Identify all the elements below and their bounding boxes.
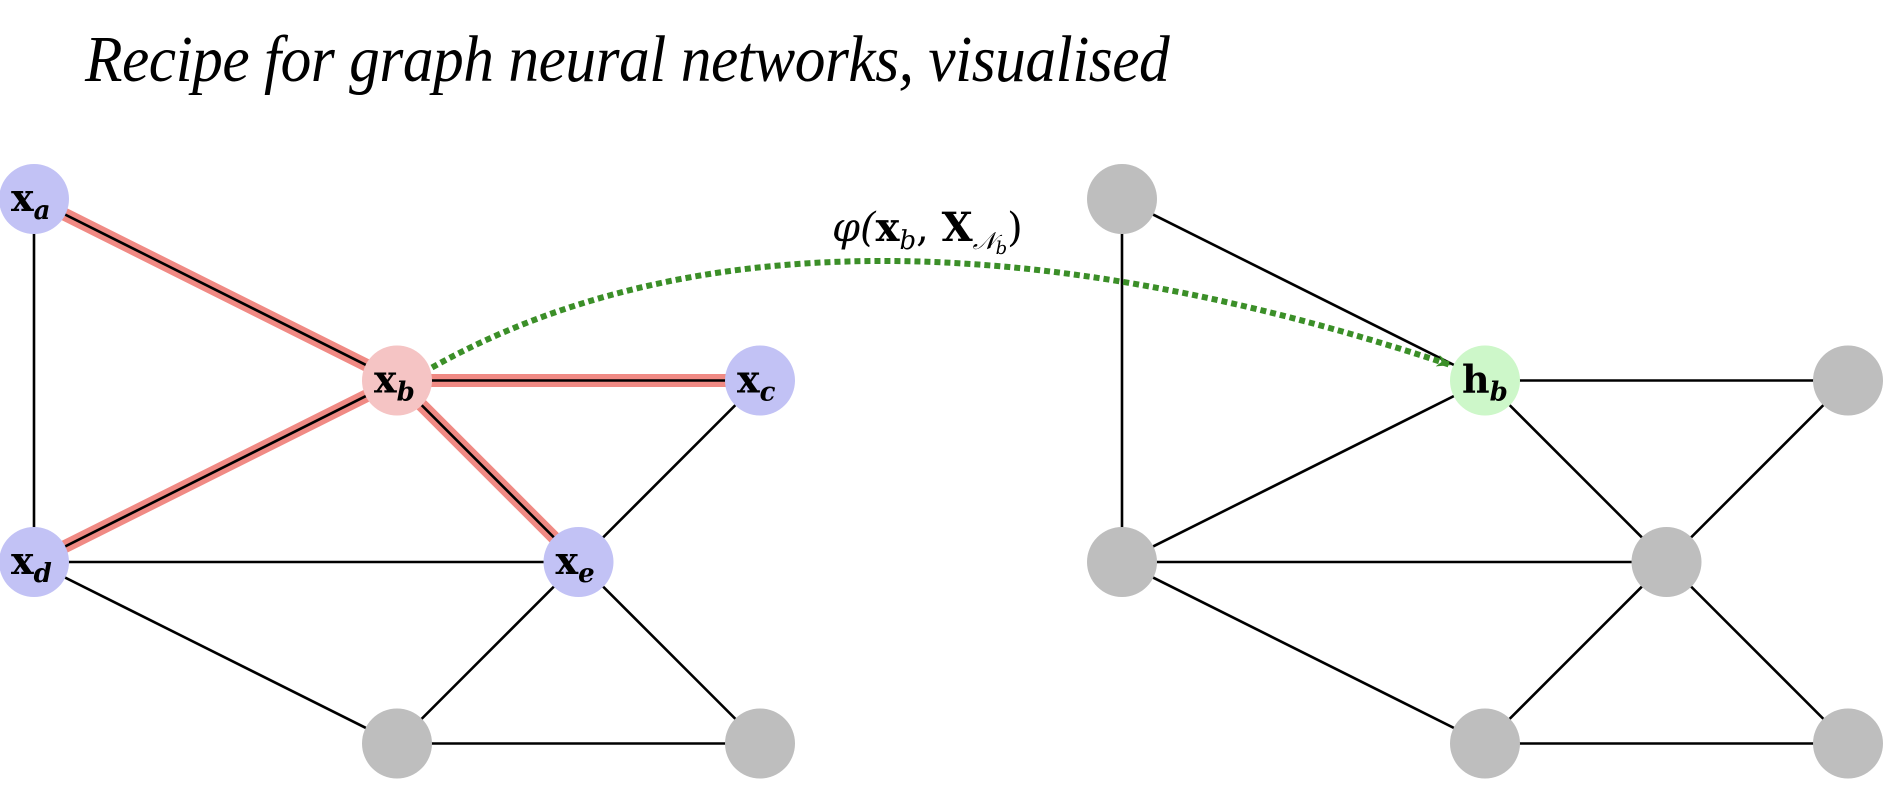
edge-d-f [1121,560,1486,745]
node-label-main: x [556,538,579,583]
node-circle [543,527,614,597]
left-node-f [362,708,432,779]
node-circle [1087,527,1157,597]
node-label-sub: b [1490,378,1508,408]
node-circle [362,708,432,779]
right-node-g [1813,708,1883,779]
formula-x-sub: b [899,226,916,256]
node-label-main: x [374,357,397,402]
phi-symbol: φ( [832,205,877,251]
edge-e-g [577,561,761,745]
right-node-e [1631,527,1702,597]
node-label: xc [737,357,776,408]
formula-close: ) [1007,205,1023,251]
edge-e-g [1665,561,1849,745]
node-label: xa [11,175,51,226]
left-node-c: xc [725,345,795,416]
diagram-title: Recipe for graph neural networks, visual… [85,23,1170,96]
left-node-e: xe [543,527,614,597]
edge-c-e [1665,379,1849,563]
left-node-g [725,708,795,779]
right-graph-edges [1120,197,1849,745]
node-circle [362,345,432,416]
edge-b-d [33,379,398,564]
left-node-b: xb [362,345,432,416]
node-circle [1087,164,1157,234]
formula-comma: , [916,205,941,251]
edge-d-f [33,560,398,745]
formula-X: X [942,204,973,251]
formula-X-subsub: b [996,238,1008,259]
left-node-d: xd [0,527,69,597]
edge-b-e [396,379,580,563]
right-graph-nodes: hb [1087,164,1883,779]
node-label-main: x [11,538,34,583]
node-label-sub: a [34,196,51,226]
edge-b-e [1484,379,1668,563]
node-circle [1813,345,1883,416]
update-function-label: φ(xb, X𝒩b) [832,204,1023,259]
edge-e-f [396,561,580,745]
node-label: hb [1462,357,1508,408]
node-label: xd [11,538,52,589]
node-label-main: h [1462,357,1490,402]
right-node-f [1450,708,1520,779]
node-label-sub: c [760,378,776,408]
node-circle [1631,527,1702,597]
node-circle [0,164,69,234]
node-label-main: x [11,175,34,220]
node-circle [725,345,795,416]
edge-a-b [1121,197,1486,382]
edge-b-d [1121,379,1486,564]
node-circle [1450,708,1520,779]
node-label-sub: d [34,559,52,589]
node-circle [1450,345,1520,416]
left-graph-edges [31,193,761,745]
right-node-d [1087,527,1157,597]
update-arrow [430,258,1451,371]
left-node-a: xa [0,164,69,234]
right-node-b: hb [1450,345,1520,416]
edge-e-f [1484,561,1668,745]
node-label-sub: b [397,378,415,408]
right-node-c [1813,345,1883,416]
node-label: xb [374,357,415,408]
node-label-main: x [737,357,760,402]
node-circle [1813,708,1883,779]
edge-a-b [33,197,398,382]
node-circle [725,708,795,779]
edge-c-e [577,379,761,563]
node-label-sub: e [578,559,595,589]
right-node-a [1087,164,1157,234]
formula-x: x [876,204,901,251]
node-circle [0,527,69,597]
node-label: xe [556,538,595,589]
